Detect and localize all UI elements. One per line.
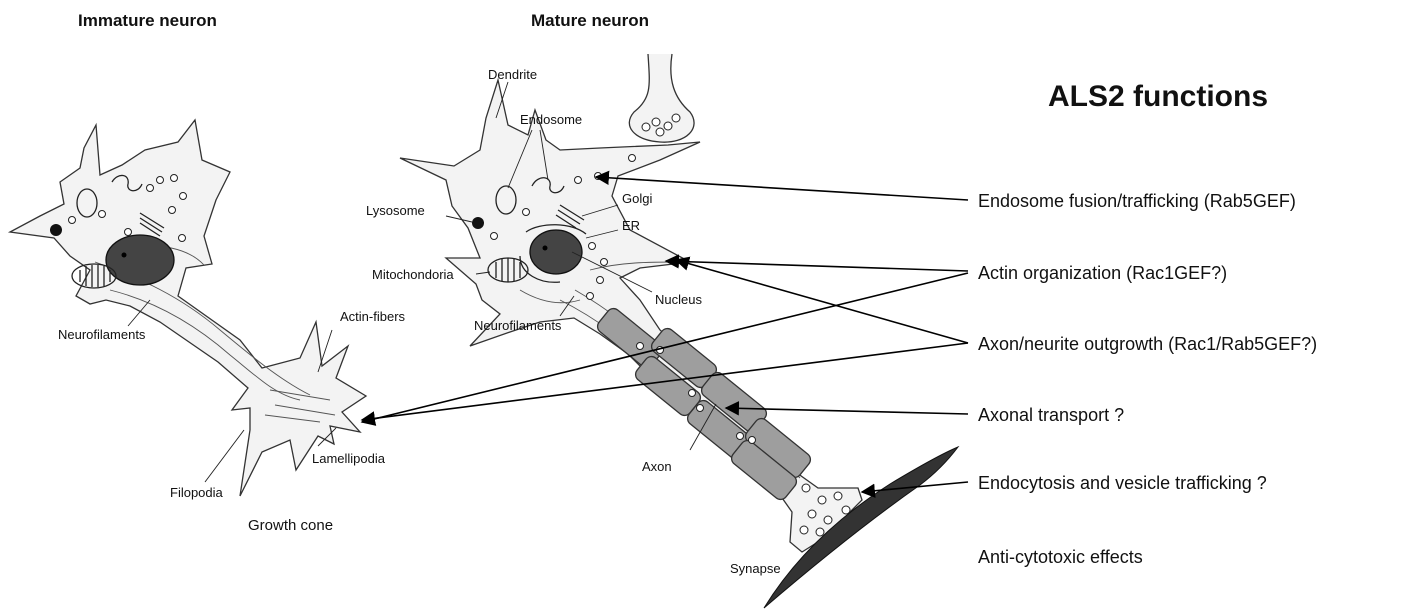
function-anti-cytotoxic: Anti-cytotoxic effects xyxy=(978,547,1143,567)
vesicle xyxy=(575,177,582,184)
vesicle xyxy=(523,209,530,216)
mitochondoria-label: Mitochondoria xyxy=(372,267,454,282)
vesicle xyxy=(595,173,602,180)
vesicle xyxy=(637,343,644,350)
function-axonal-transport: Axonal transport ? xyxy=(978,405,1124,425)
vesicle xyxy=(802,484,810,492)
synapse-label: Synapse xyxy=(730,561,781,576)
er-label: ER xyxy=(622,218,640,233)
vesicle xyxy=(697,405,704,412)
function-endosome-fusion: Endosome fusion/trafficking (Rab5GEF) xyxy=(978,191,1296,211)
vesicle xyxy=(589,243,596,250)
function-actin-organization: Actin organization (Rac1GEF?) xyxy=(978,263,1227,283)
vesicle xyxy=(652,118,660,126)
mature-nucleus xyxy=(530,230,582,274)
immature-neuron-header: Immature neuron xyxy=(78,11,217,30)
dendrite-label: Dendrite xyxy=(488,67,537,82)
axon-label: Axon xyxy=(642,459,672,474)
vesicle xyxy=(749,437,756,444)
vesicle xyxy=(125,229,132,236)
immature-cell-body xyxy=(10,120,366,496)
vesicle xyxy=(629,155,636,162)
vesicle xyxy=(491,233,498,240)
vesicle xyxy=(169,207,176,214)
vesicle xyxy=(664,122,672,130)
vesicle xyxy=(737,433,744,440)
mature-nucleolus xyxy=(543,246,548,251)
vesicle xyxy=(689,390,696,397)
filopodia-lead xyxy=(205,430,244,482)
lamellipodia-label: Lamellipodia xyxy=(312,451,386,466)
vesicle xyxy=(834,492,842,500)
vesicle xyxy=(842,506,850,514)
vesicle xyxy=(179,235,186,242)
actin-fibers-label: Actin-fibers xyxy=(340,309,406,324)
golgi-label: Golgi xyxy=(622,191,652,206)
function-endocytosis: Endocytosis and vesicle trafficking ? xyxy=(978,473,1267,493)
vesicle xyxy=(656,128,664,136)
vesicle xyxy=(180,193,187,200)
vesicle xyxy=(672,114,680,122)
vesicle xyxy=(816,528,824,536)
functions-title: ALS2 functions xyxy=(1048,80,1268,113)
endosome-label: Endosome xyxy=(520,112,582,127)
vesicle xyxy=(69,217,76,224)
vesicle xyxy=(157,177,164,184)
immature-nucleolus xyxy=(122,253,127,258)
immature-lysosome xyxy=(50,224,62,236)
vesicle xyxy=(818,496,826,504)
growth-cone-label: Growth cone xyxy=(248,517,333,534)
immature-neuron xyxy=(10,120,366,496)
vesicle xyxy=(587,293,594,300)
mature-lysosome xyxy=(472,217,484,229)
vesicle xyxy=(642,123,650,131)
mature-neuron-header: Mature neuron xyxy=(531,11,649,30)
vesicle xyxy=(800,526,808,534)
vesicle xyxy=(171,175,178,182)
neurofilaments-right-label: Neurofilaments xyxy=(474,318,562,333)
vesicle xyxy=(808,510,816,518)
arrow-outgrowth-to-dendrite xyxy=(676,260,968,343)
function-axon-outgrowth: Axon/neurite outgrowth (Rac1/Rab5GEF?) xyxy=(978,334,1317,354)
vesicle xyxy=(597,277,604,284)
neurofilaments-left-label: Neurofilaments xyxy=(58,327,146,342)
lysosome-label: Lysosome xyxy=(366,203,425,218)
vesicle xyxy=(824,516,832,524)
nucleus-label: Nucleus xyxy=(655,292,702,307)
filopodia-label: Filopodia xyxy=(170,485,224,500)
vesicle xyxy=(99,211,106,218)
vesicle xyxy=(147,185,154,192)
vesicle xyxy=(601,259,608,266)
